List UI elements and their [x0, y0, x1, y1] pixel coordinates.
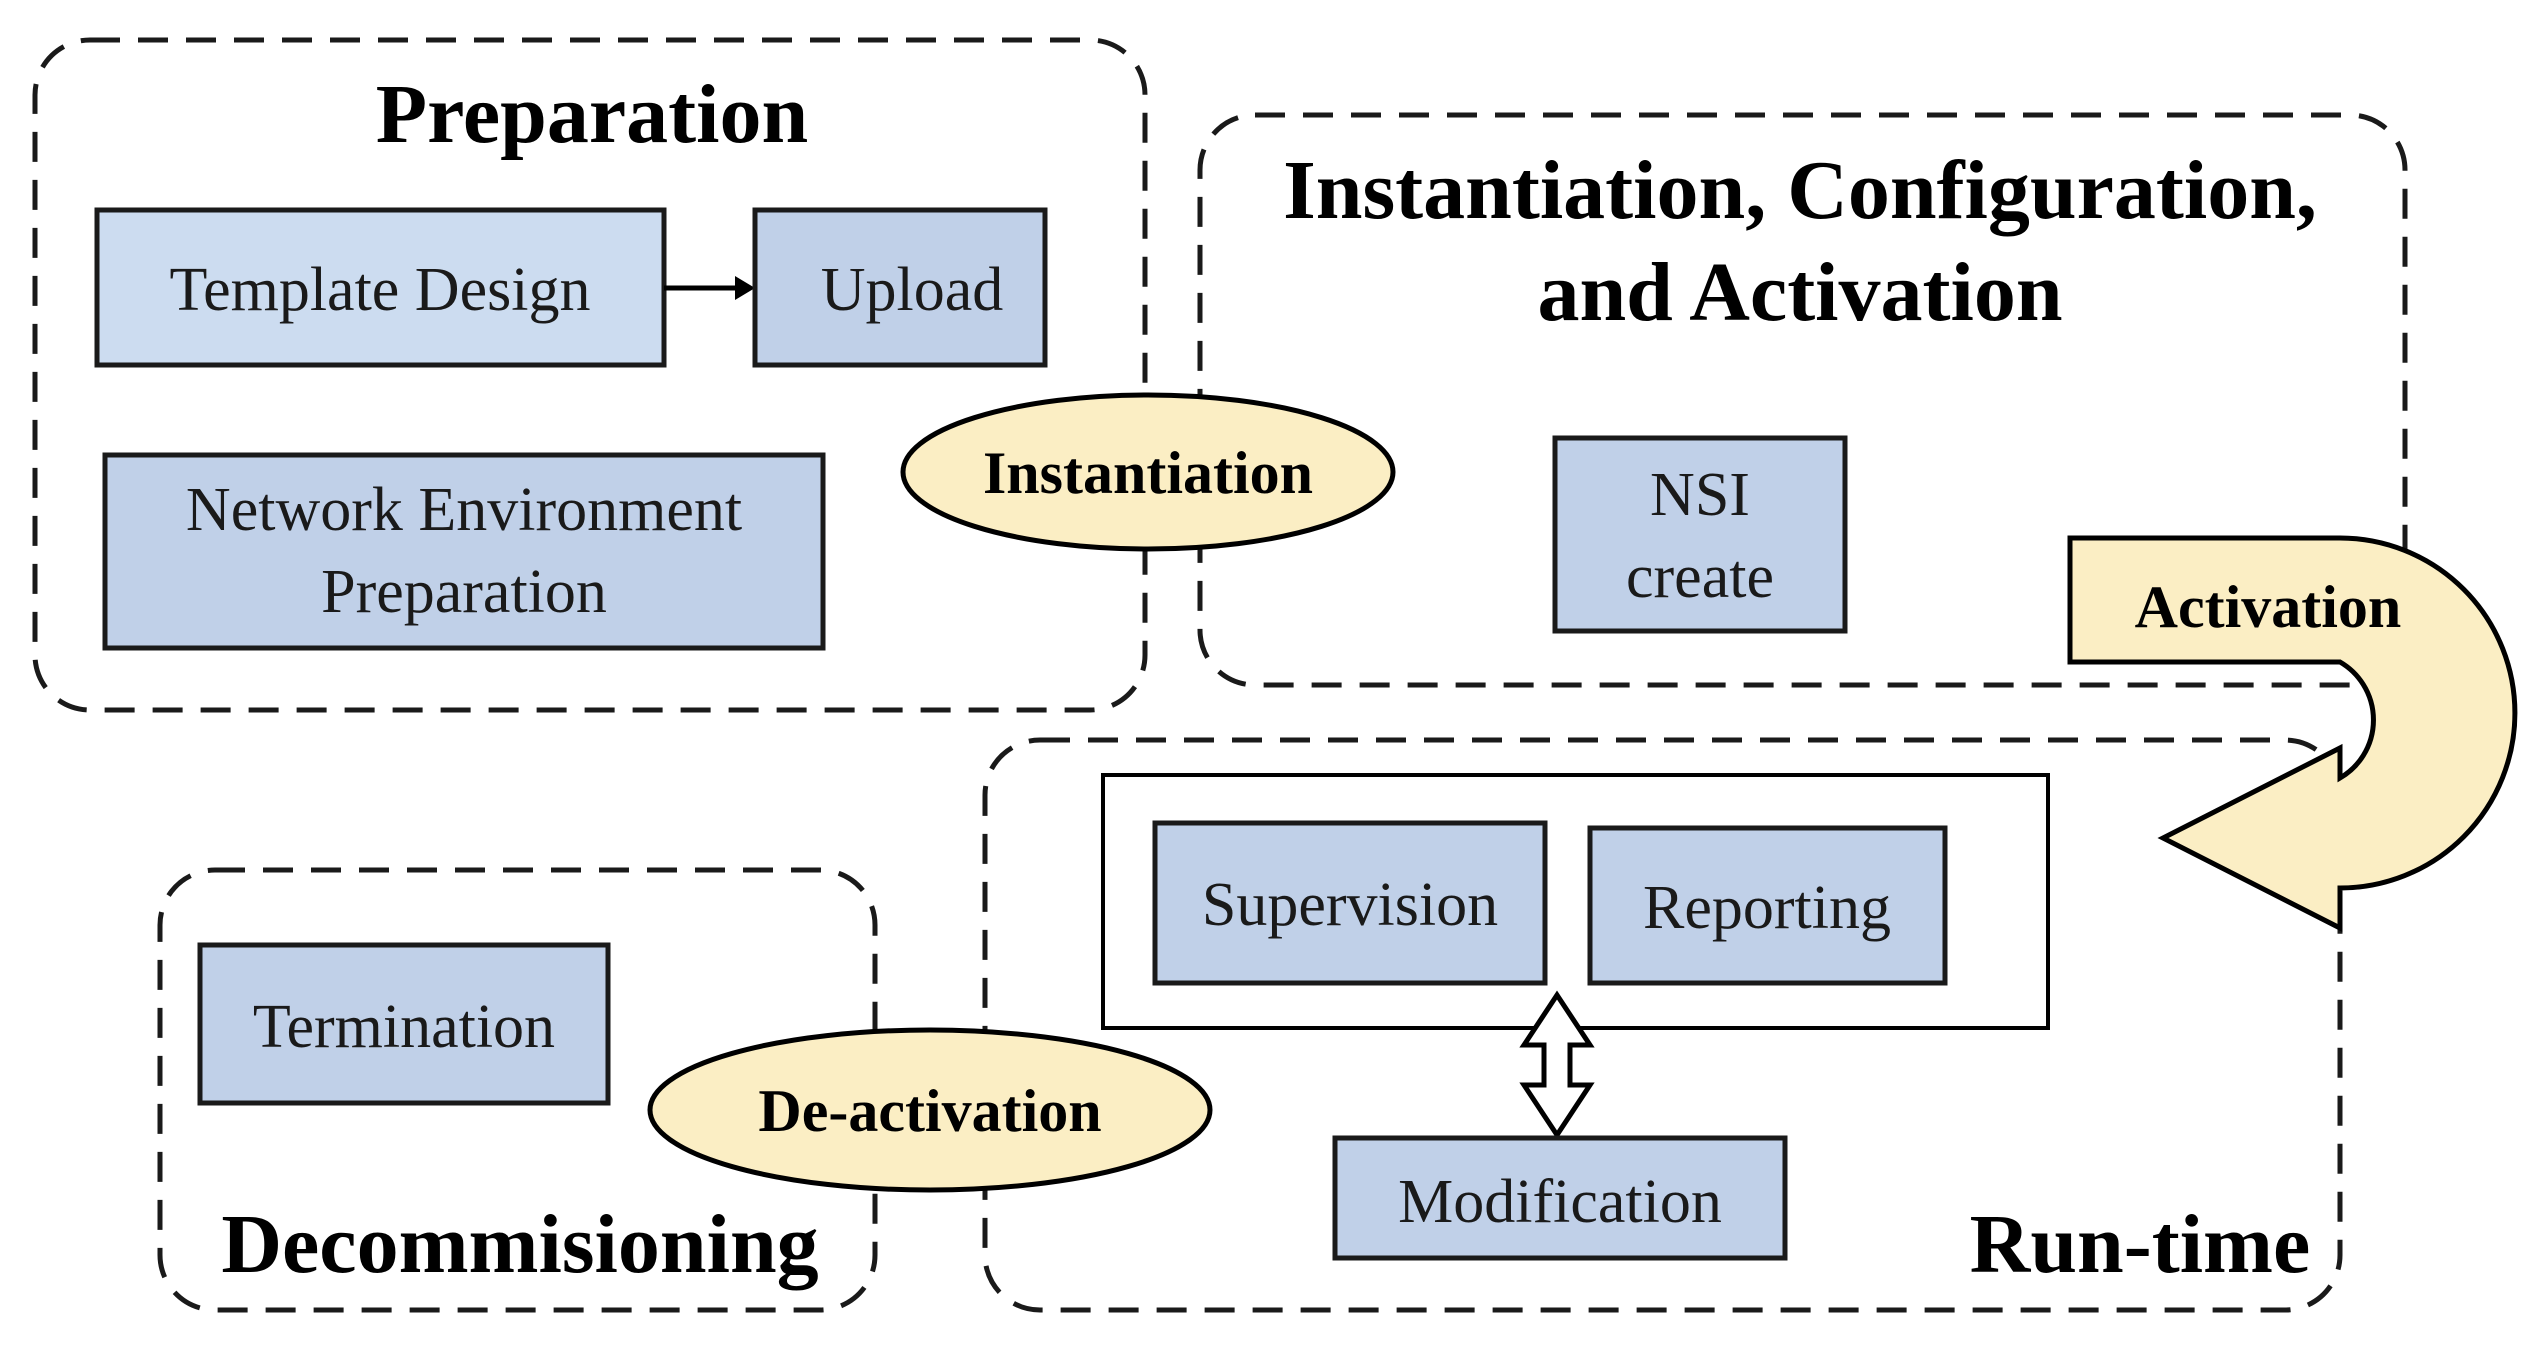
template-design-label: Template Design — [170, 256, 591, 324]
instantiation-title-line2: and Activation — [1537, 246, 2062, 339]
modification-label: Modification — [1398, 1168, 1722, 1236]
upload-label: Upload — [821, 256, 1004, 324]
modification-box — [1332, 1135, 1788, 1261]
instantiation-transition-ellipse — [900, 392, 1396, 552]
template-to-upload-arrowhead — [735, 276, 755, 300]
runtime-phase-border — [982, 737, 2343, 1313]
decommissioning-phase-border — [157, 867, 878, 1313]
instantiation-title-line1: Instantiation, Configuration, — [1283, 144, 2317, 237]
deactivation-transition-label: De-activation — [758, 1078, 1101, 1144]
preparation-phase-border — [32, 37, 1148, 713]
runtime-title: Run-time — [1970, 1198, 2311, 1291]
network-environment-label-line1: Network Environment — [186, 476, 742, 544]
reporting-box — [1587, 825, 1948, 986]
instantiation-transition-label: Instantiation — [983, 440, 1313, 506]
termination-label: Termination — [253, 993, 555, 1061]
template-design-box — [94, 207, 667, 368]
activation-transition-label: Activation — [2135, 574, 2402, 640]
supervision-box — [1152, 820, 1548, 986]
network-environment-box — [102, 452, 826, 651]
nsi-create-label-line1: NSI — [1650, 461, 1750, 529]
activation-curved-arrow — [2067, 535, 2518, 933]
deactivation-transition-ellipse — [647, 1027, 1213, 1193]
decommissioning-title: Decommisioning — [221, 1198, 818, 1291]
preparation-title: Preparation — [376, 68, 808, 161]
reporting-label: Reporting — [1643, 874, 1891, 942]
nsi-create-label-line2: create — [1626, 543, 1774, 611]
network-environment-label-line2: Preparation — [321, 558, 607, 626]
termination-box — [197, 942, 611, 1106]
upload-box — [752, 207, 1048, 368]
modification-double-arrow — [1519, 990, 1595, 1140]
supervision-label: Supervision — [1202, 871, 1498, 939]
nsi-create-box — [1552, 435, 1848, 634]
